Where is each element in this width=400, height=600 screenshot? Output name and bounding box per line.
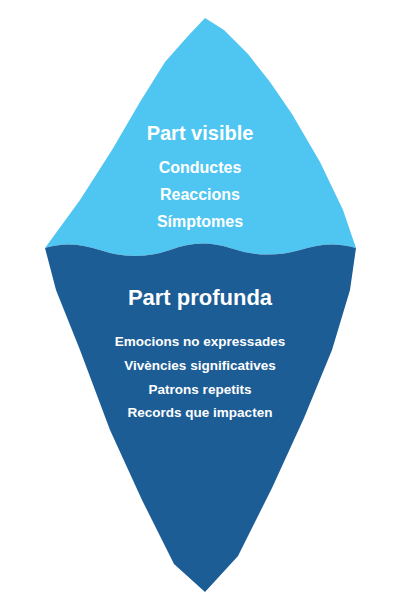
iceberg-deep-part: Part profundaEmocions no expressadesVivè… <box>0 238 400 600</box>
section-item: Records que impacten <box>0 405 400 421</box>
iceberg-visible-part: Part visibleConductesReaccionsSímptomes <box>0 0 400 262</box>
section-item: Patrons repetits <box>0 382 400 398</box>
section-heading: Part profunda <box>0 285 400 310</box>
section-item: Símptomes <box>0 213 400 231</box>
section-item: Conductes <box>0 159 400 177</box>
section-item: Emocions no expressades <box>0 334 400 350</box>
section-item: Vivències significatives <box>0 358 400 374</box>
section-heading: Part visible <box>0 122 400 145</box>
section-item: Reaccions <box>0 186 400 204</box>
